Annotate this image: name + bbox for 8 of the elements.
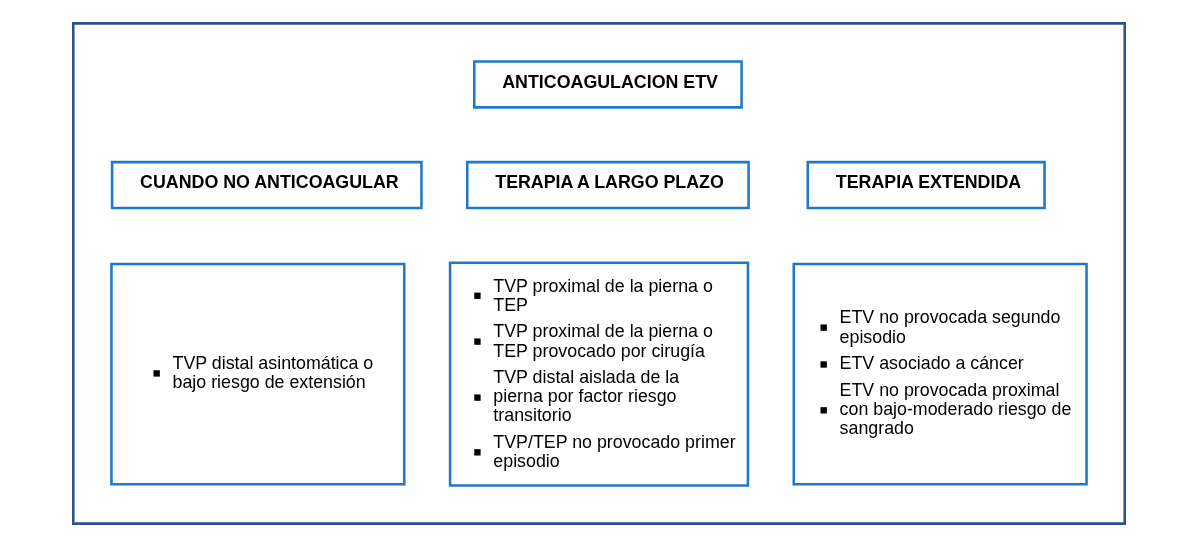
node-box: TERAPIA A LARGO PLAZO [465,160,750,210]
node-box: TVP distal asintomática o bajo riesgo de extensión [109,262,405,486]
node-box: TERAPIA EXTENDIDA [806,160,1046,210]
cluster [71,22,1126,525]
node-box: ANTICOAGULACION ETV [472,60,743,109]
node-box: ETV no provocada segundo episodio ETV asociado a cáncer ETV no provocada proximal con bajo-moderado riesgo de sangrado [792,262,1088,486]
node-box: TVP proximal de la pierna o TEP TVP proximal de la pierna o TEP provocado por cirugía TVP distal aislada de la pierna por factor riesgo transitorio TVP/TEP no provocado primer episodio [448,261,749,487]
node-box: CUANDO NO ANTICOAGULAR [110,160,423,210]
